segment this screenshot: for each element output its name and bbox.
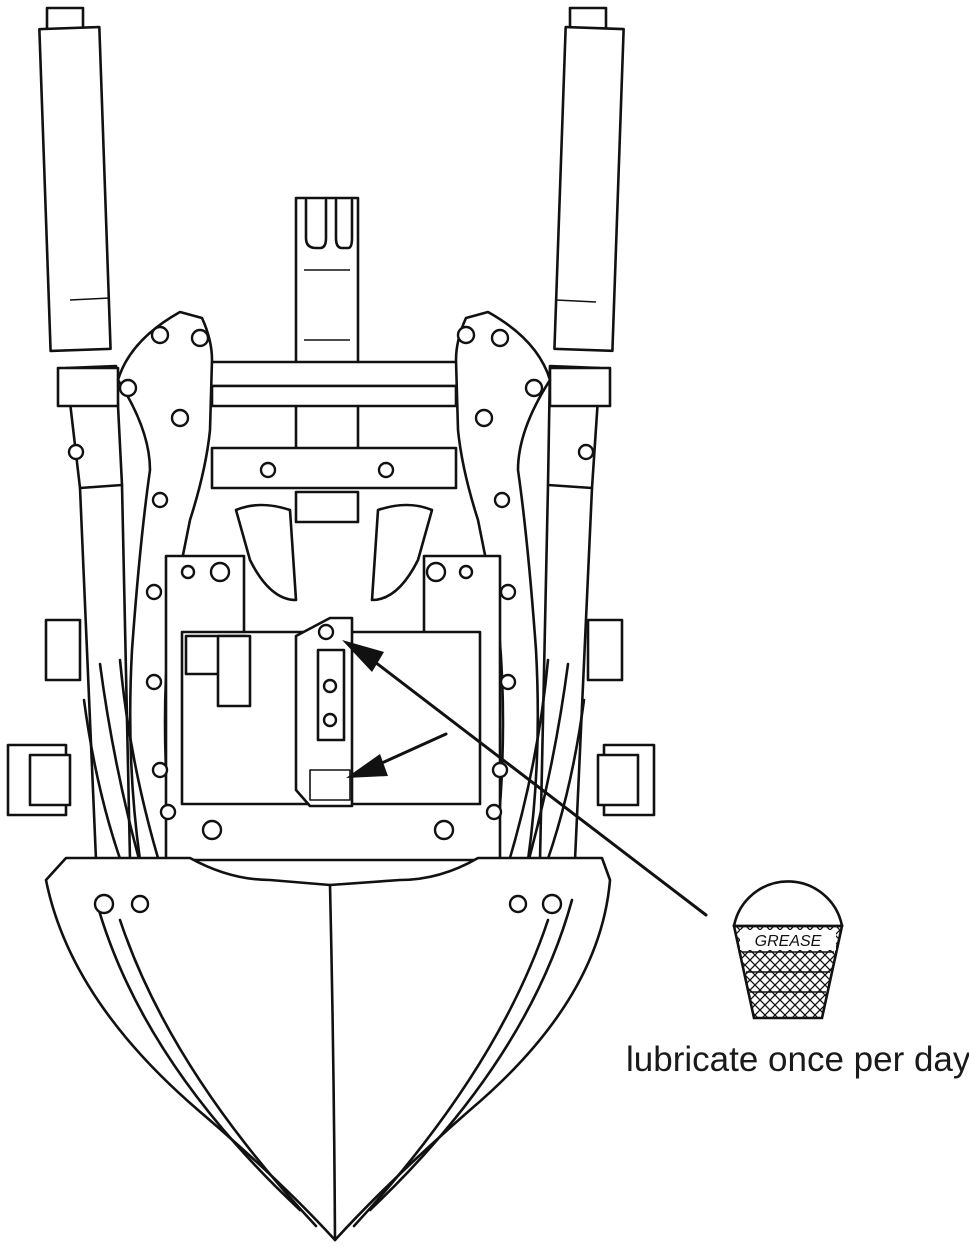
arrowhead-upper [342,640,384,672]
grease-cup-label: GREASE [755,933,822,950]
valve-block [180,616,482,808]
bucket [44,856,612,1242]
arrowhead-lower [346,754,388,778]
grease-cup-symbol: GREASE [732,880,844,1020]
right-side-bracket [586,618,656,817]
left-hydraulic-cylinder [38,6,132,862]
left-side-bracket [6,618,82,817]
lubrication-pointer [342,640,708,917]
lubrication-instruction: lubricate once per day [626,1040,969,1079]
center-column [294,196,360,467]
right-hydraulic-cylinder [538,6,625,862]
bolt-set [67,325,595,915]
